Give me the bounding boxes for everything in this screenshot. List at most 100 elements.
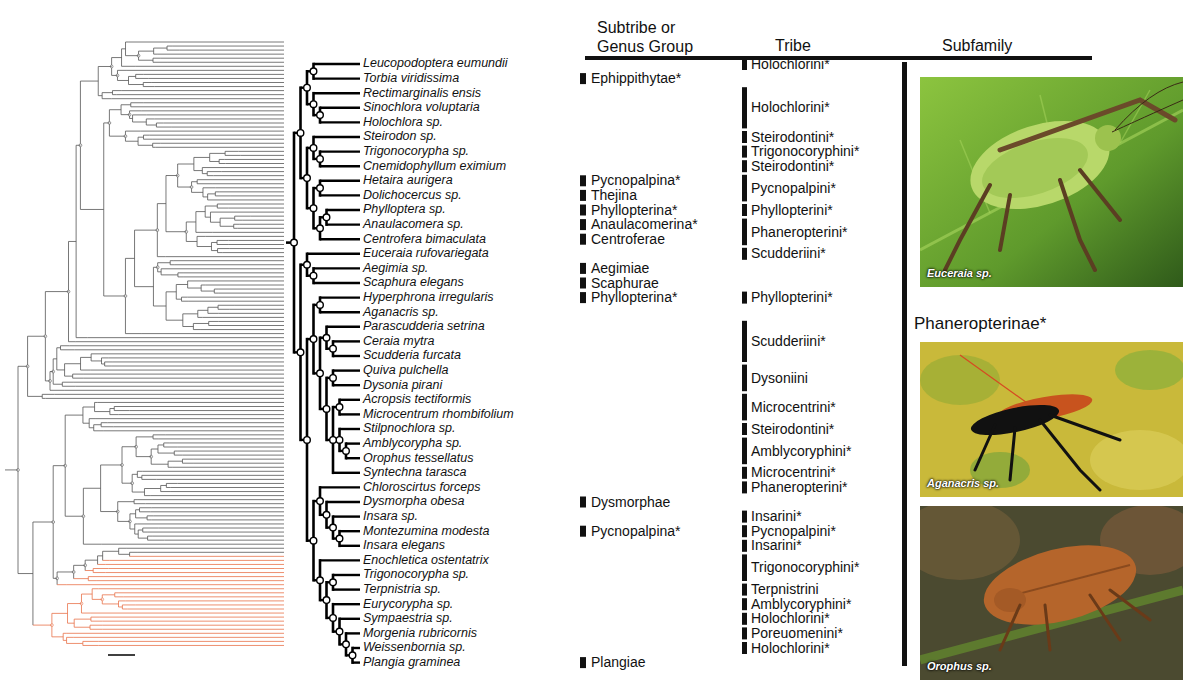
overview-branch xyxy=(196,232,213,233)
overview-branch xyxy=(230,195,284,196)
overview-branch xyxy=(122,483,132,484)
overview-branch xyxy=(217,204,231,205)
overview-branch xyxy=(181,301,188,302)
overview-branch xyxy=(234,228,238,229)
overview-branch xyxy=(110,560,284,561)
overview-branch xyxy=(28,396,43,397)
overview-branch xyxy=(144,74,284,75)
overview-branch xyxy=(208,199,215,200)
overview-branch xyxy=(201,291,214,292)
tree-branch xyxy=(340,545,361,547)
node-support xyxy=(336,404,343,411)
overview-branch xyxy=(228,240,284,241)
tree-branch xyxy=(333,588,360,590)
tree-branch xyxy=(333,515,360,517)
tree-branch xyxy=(346,457,360,459)
overview-branch xyxy=(129,76,136,77)
overview-branch xyxy=(225,159,284,160)
tribe-label: Microcentrini* xyxy=(751,465,836,480)
overview-branch xyxy=(177,447,284,448)
taxon-name: Dysmorpha obesa xyxy=(363,495,464,508)
overview-branch xyxy=(88,337,284,338)
overview-branch xyxy=(203,196,208,197)
overview-branch xyxy=(172,46,284,47)
subfamily-bar xyxy=(902,62,907,666)
tribe-bar xyxy=(742,511,747,523)
node-support xyxy=(317,185,324,192)
overview-branch xyxy=(174,455,182,456)
node-support xyxy=(343,641,350,648)
overview-branch xyxy=(238,228,284,229)
tree-branch xyxy=(340,399,361,401)
overview-branch xyxy=(85,570,93,571)
overview-branch xyxy=(214,289,218,290)
photo-euceraia xyxy=(920,77,1183,287)
column-header: Subtribe or Genus Group xyxy=(597,18,709,56)
overview-branch xyxy=(215,199,284,200)
tribe-bar xyxy=(742,248,747,260)
node-support xyxy=(297,349,304,356)
overview-branch xyxy=(178,451,284,452)
overview-branch xyxy=(164,123,284,124)
tribe-label: Phaneropterini* xyxy=(751,225,848,240)
overview-branch xyxy=(171,127,284,128)
taxon-name: Amblycorypha sp. xyxy=(363,437,462,450)
subtribe-bar xyxy=(580,278,586,289)
overview-branch xyxy=(118,414,284,415)
overview-branch xyxy=(65,516,83,517)
overview-branch xyxy=(119,554,130,555)
overview-branch xyxy=(130,513,136,514)
overview-branch xyxy=(130,552,138,553)
overview-branch xyxy=(61,349,75,350)
overview-branch xyxy=(138,538,147,539)
overview-branch xyxy=(234,224,240,225)
overview-branch xyxy=(128,406,284,407)
node-support xyxy=(317,498,324,505)
overview-branch xyxy=(166,231,186,232)
photo-caption: Euceraia sp. xyxy=(927,268,992,280)
overview-branch xyxy=(115,596,124,597)
tree-branch xyxy=(340,530,361,532)
overview-branch xyxy=(76,386,284,387)
node-support xyxy=(291,239,298,246)
overview-branch xyxy=(158,453,174,454)
taxon-name: Cnemidophyllum eximium xyxy=(363,160,506,173)
node-support xyxy=(330,615,337,622)
overview-branch xyxy=(144,488,160,489)
overview-branch xyxy=(67,584,284,585)
overview-branch xyxy=(166,291,176,292)
overview-branch xyxy=(210,161,219,162)
node-support xyxy=(330,345,337,352)
overview-branch xyxy=(130,529,135,530)
node-support xyxy=(317,112,324,119)
overview-branch xyxy=(130,118,133,119)
overview-branch xyxy=(150,495,284,496)
overview-branch xyxy=(109,109,121,110)
node-support xyxy=(330,437,337,444)
overview-branch xyxy=(208,307,218,308)
taxon-name: Anaulacomera sp. xyxy=(363,218,464,231)
overview-branch xyxy=(192,181,198,182)
overview-branch xyxy=(102,98,111,99)
subtribe-label: Pycnopalpina* xyxy=(591,173,681,188)
tribe-bar xyxy=(742,321,747,362)
overview-branch xyxy=(143,532,148,533)
tribe-bar xyxy=(742,598,747,610)
overview-branch xyxy=(33,625,52,626)
overview-branch xyxy=(217,240,228,241)
overview-branch xyxy=(183,272,284,273)
tribe-label: Scudderiini* xyxy=(751,246,826,261)
taxon-name: Stilpnochlora sp. xyxy=(363,422,455,435)
overview-branch xyxy=(176,299,181,300)
overview-branch xyxy=(57,347,61,348)
overview-branch xyxy=(136,456,151,457)
overview-branch xyxy=(128,609,284,610)
tree-branch xyxy=(320,121,360,123)
overview-branch xyxy=(178,483,284,484)
overview-branch xyxy=(102,594,114,595)
overview-branch xyxy=(198,310,208,311)
overview-branch xyxy=(83,488,100,489)
overview-branch xyxy=(108,422,284,423)
overview-branch xyxy=(103,560,110,561)
